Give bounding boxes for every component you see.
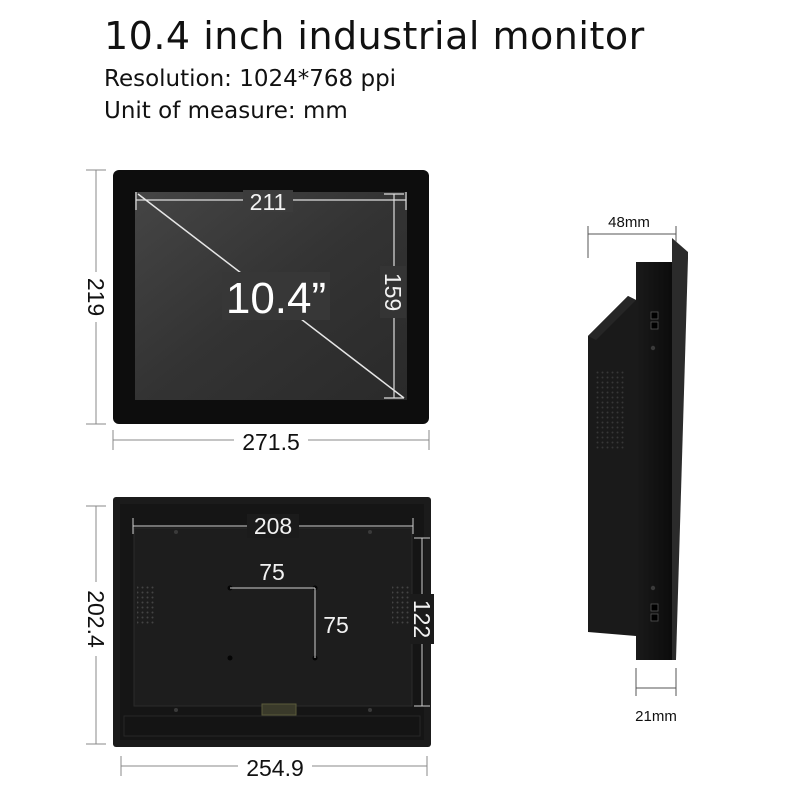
screen-width-label-bg <box>243 190 293 212</box>
inner-width-label: 208 <box>254 513 292 539</box>
rear-connector <box>261 703 297 716</box>
diagonal-label: 10.4” <box>226 274 326 323</box>
panel-screw <box>174 708 178 712</box>
panel-screw <box>368 530 372 534</box>
left-speaker-grille <box>137 584 154 626</box>
side-bezel <box>636 262 676 660</box>
rear-bottom-rail <box>123 715 421 737</box>
side-port <box>650 603 659 612</box>
side-front-glass <box>672 238 688 660</box>
side-view: 48mm 21mm <box>587 214 688 725</box>
front-view: 211 10.4” 159 219 271.5 <box>83 169 430 455</box>
rear-width-label: 254.9 <box>246 755 304 781</box>
side-screw <box>650 345 656 351</box>
front-width-label: 271.5 <box>242 429 300 455</box>
side-port <box>650 321 659 330</box>
front-height-label-bg <box>84 272 108 322</box>
rear-height-label-bg <box>84 582 108 656</box>
rear-height-label: 202.4 <box>83 590 109 648</box>
side-housing-top <box>588 296 636 340</box>
panel-screw <box>368 708 372 712</box>
side-port <box>650 311 659 320</box>
side-port <box>650 613 659 622</box>
diagonal-label-bg <box>222 272 330 320</box>
inner-height-label-bg <box>410 594 434 644</box>
screen-height-label: 159 <box>380 273 406 311</box>
inner-height-label: 122 <box>409 600 435 638</box>
side-screw <box>650 585 656 591</box>
vesa-hole <box>227 655 233 661</box>
vesa-horizontal-label: 75 <box>259 559 285 585</box>
right-speaker-grille <box>392 584 409 626</box>
screen-width-label: 211 <box>250 189 287 215</box>
side-rear-housing <box>588 296 636 636</box>
vesa-vertical-label: 75 <box>323 612 349 638</box>
unit-spec: Unit of measure: mm <box>104 98 348 124</box>
side-vent <box>596 370 626 450</box>
resolution-spec: Resolution: 1024*768 ppi <box>104 66 397 92</box>
rear-view: 208 75 75 122 202.4 254.9 <box>83 497 435 781</box>
screen-height-label-bg <box>380 266 406 318</box>
front-width-label-bg <box>234 428 308 454</box>
inner-width-label-bg <box>247 514 299 538</box>
page-title: 10.4 inch industrial monitor <box>104 14 645 58</box>
front-height-label: 219 <box>83 278 109 316</box>
depth-bezel-label: 21mm <box>635 708 677 725</box>
rear-width-label-bg <box>238 754 312 780</box>
depth-total-label: 48mm <box>608 214 650 231</box>
panel-screw <box>174 530 178 534</box>
rear-back-panel <box>133 527 413 707</box>
